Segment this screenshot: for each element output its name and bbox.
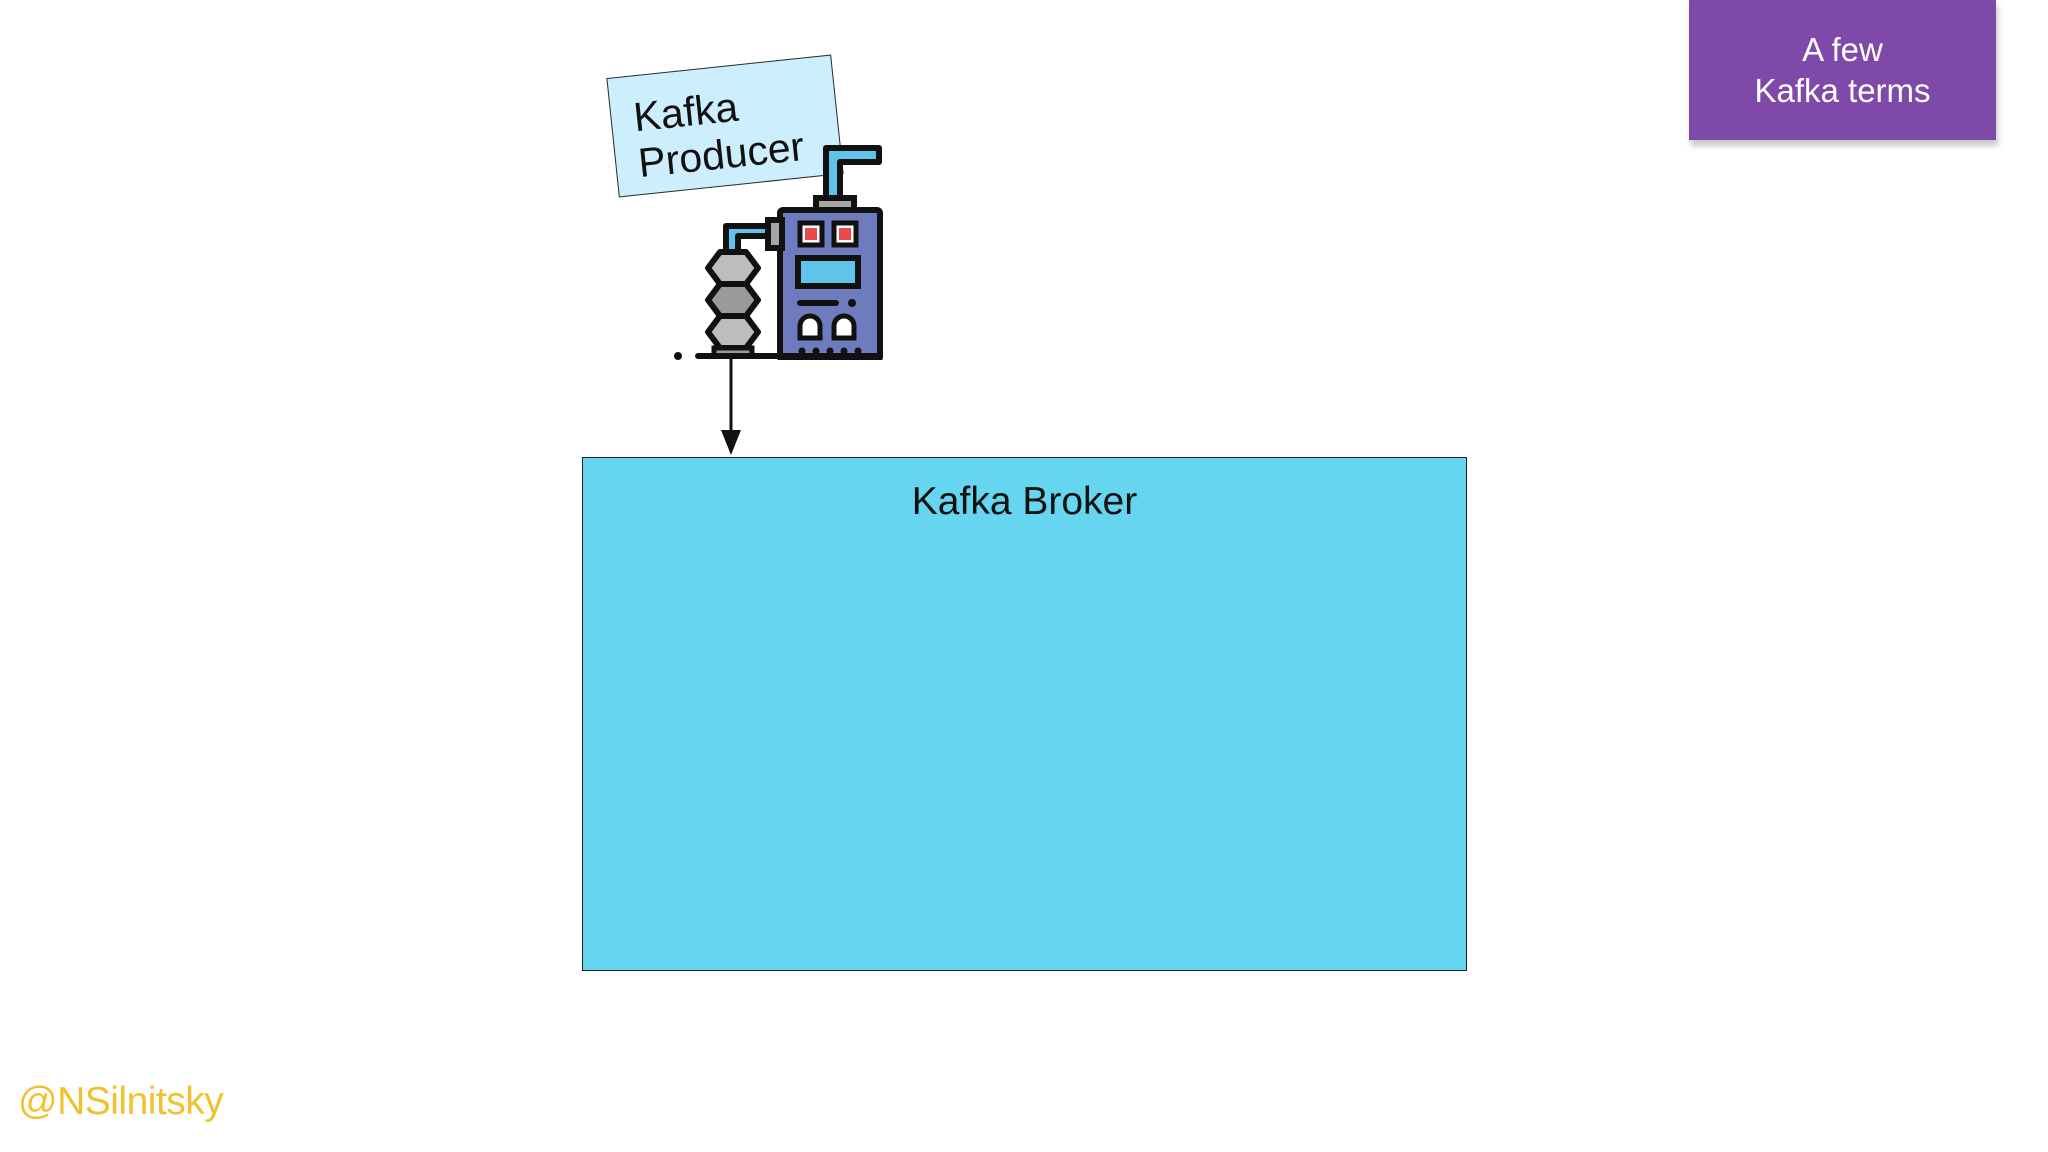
slide-topic-tag: A few Kafka terms <box>1689 0 1996 140</box>
broker-title: Kafka Broker <box>911 480 1138 523</box>
author-handle: @NSilnitsky <box>18 1080 224 1123</box>
factory-machine-icon <box>674 145 883 360</box>
slide-topic-line-2: Kafka terms <box>1754 72 1931 109</box>
slide-topic-line-1: A few <box>1802 31 1883 68</box>
broker-box: Kafka Broker <box>582 457 1467 971</box>
